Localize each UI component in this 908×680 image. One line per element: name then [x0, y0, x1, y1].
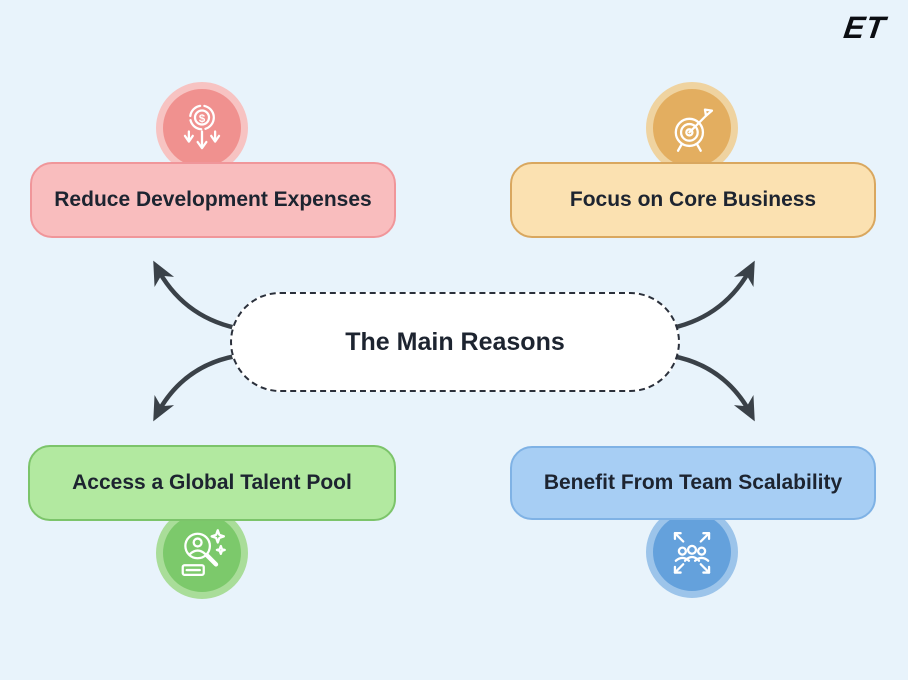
talent-search-icon [181, 529, 226, 577]
node-focus-on-core-business: Focus on Core Business [510, 162, 876, 238]
connector-arrow-top-right [669, 260, 755, 331]
node-reduce-development-expenses: Reduce Development Expenses [30, 162, 396, 238]
reduce-expenses-icon-badge: $ [156, 82, 248, 174]
connector-arrow-bottom-left [153, 353, 239, 422]
connector-arrow-bottom-right [669, 353, 755, 422]
connector-arrow-top-left [153, 260, 239, 331]
node-access-global-talent-pool: Access a Global Talent Pool [28, 445, 396, 521]
brand-logo: ET [841, 10, 889, 45]
node-benefit-team-scalability: Benefit From Team Scalability [510, 446, 876, 520]
node-label: Reduce Development Expenses [54, 188, 372, 211]
dollar-glyph: $ [199, 113, 206, 125]
node-label: Benefit From Team Scalability [543, 471, 843, 494]
target-dart-icon [674, 108, 714, 152]
core-business-icon-badge [646, 82, 738, 174]
node-label: Access a Global Talent Pool [72, 471, 352, 494]
center-topic-pill: The Main Reasons [230, 292, 680, 392]
center-topic-label: The Main Reasons [345, 327, 565, 356]
team-scalability-icon [673, 532, 711, 574]
money-decrease-icon: $ [183, 104, 221, 150]
node-label: Focus on Core Business [569, 188, 817, 211]
